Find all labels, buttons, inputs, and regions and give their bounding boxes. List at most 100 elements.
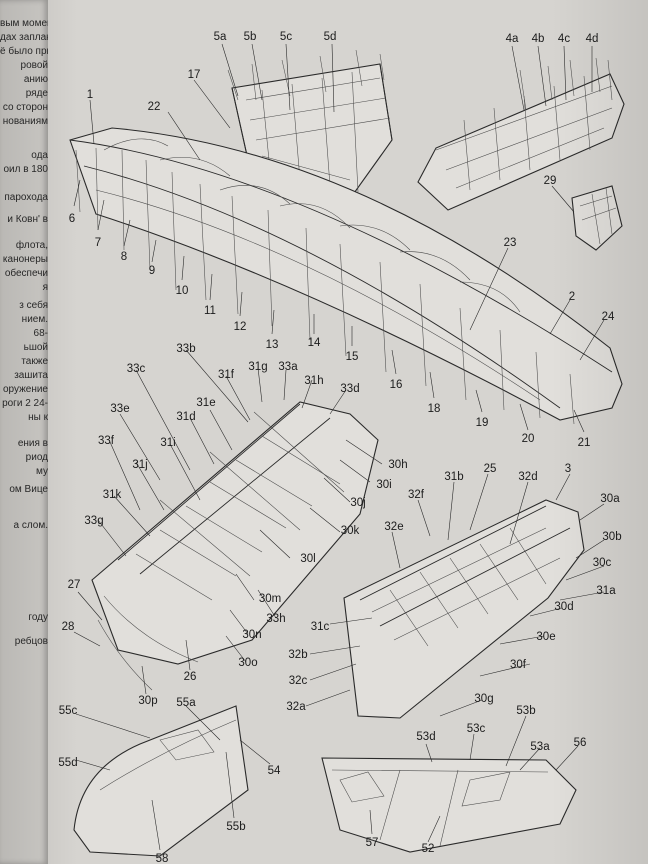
label-4d: 4d xyxy=(586,33,599,45)
margin-text-fragment: канонеры xyxy=(2,254,48,265)
label-29: 29 xyxy=(544,175,557,187)
label-28: 28 xyxy=(62,621,75,633)
label-33g: 33g xyxy=(84,515,103,527)
label-13: 13 xyxy=(266,339,279,351)
label-30j: 30j xyxy=(350,497,365,509)
deck-piece-bottom xyxy=(321,757,577,853)
margin-text-fragment: а слом. xyxy=(13,520,48,531)
label-31c: 31c xyxy=(311,621,330,633)
label-33b: 33b xyxy=(176,343,195,355)
label-57: 57 xyxy=(366,837,379,849)
label-4a: 4a xyxy=(506,33,519,45)
label-31j: 31j xyxy=(132,459,147,471)
label-6: 6 xyxy=(69,213,75,225)
label-4b: 4b xyxy=(532,33,545,45)
margin-text-fragment: также xyxy=(21,356,48,367)
label-23: 23 xyxy=(504,237,517,249)
margin-text-fragment: году xyxy=(28,612,48,623)
margin-text-fragment: дах запланир xyxy=(0,32,48,43)
label-17: 17 xyxy=(188,69,201,81)
label-30f: 30f xyxy=(510,659,527,671)
margin-text-fragment: обеспечи xyxy=(4,268,48,279)
leader-lines xyxy=(73,43,605,851)
label-32c: 32c xyxy=(289,675,308,687)
margin-text-fragment: зашита xyxy=(14,370,48,381)
label-31h: 31h xyxy=(304,375,323,387)
label-25: 25 xyxy=(484,463,497,475)
label-54: 54 xyxy=(268,765,281,777)
margin-text-fragment: ом Вице xyxy=(9,484,48,495)
label-8: 8 xyxy=(121,251,127,263)
label-55a: 55a xyxy=(176,697,196,709)
label-31f: 31f xyxy=(218,369,235,381)
label-27: 27 xyxy=(68,579,81,591)
margin-text-fragment: ны к xyxy=(28,412,48,423)
label-5a: 5a xyxy=(214,31,227,43)
label-55d: 55d xyxy=(58,757,77,769)
label-31d: 31d xyxy=(176,411,195,423)
margin-text-fragment: ьшой xyxy=(23,342,48,353)
margin-text-fragment: оил в 180 xyxy=(3,164,48,175)
label-30g: 30g xyxy=(474,693,493,705)
label-33f: 33f xyxy=(98,435,115,447)
part-labels: 1 22 17 5a 5b 5c 5d 4a 4b 4c 4d 29 6 7 8… xyxy=(58,31,621,864)
margin-text-fragment: я xyxy=(42,282,48,293)
label-30m: 30m xyxy=(259,593,281,605)
label-2: 2 xyxy=(569,291,575,303)
label-5b: 5b xyxy=(244,31,257,43)
label-52: 52 xyxy=(422,843,435,855)
label-30o: 30o xyxy=(238,657,257,669)
margin-text-fragment: оружение xyxy=(2,384,48,395)
label-32f: 32f xyxy=(408,489,425,501)
margin-text-fragment: ряде xyxy=(25,88,48,99)
label-7: 7 xyxy=(95,237,101,249)
label-53d: 53d xyxy=(416,731,435,743)
label-31a: 31a xyxy=(596,585,616,597)
label-15: 15 xyxy=(346,351,359,363)
label-53c: 53c xyxy=(467,723,486,735)
label-12: 12 xyxy=(234,321,247,333)
label-30d: 30d xyxy=(554,601,573,613)
stern-piece-bottom xyxy=(73,705,249,857)
margin-text-fragment: ода xyxy=(31,150,48,161)
label-30l: 30l xyxy=(300,553,315,565)
label-1: 1 xyxy=(87,89,93,101)
margin-text-fragment: ения в xyxy=(17,438,48,449)
label-30e: 30e xyxy=(536,631,555,643)
label-5d: 5d xyxy=(324,31,337,43)
label-33h: 33h xyxy=(266,613,285,625)
bow-frame-detail xyxy=(417,57,625,211)
label-32a: 32a xyxy=(286,701,306,713)
label-21: 21 xyxy=(578,437,591,449)
label-30i: 30i xyxy=(376,479,391,491)
label-9: 9 xyxy=(149,265,155,277)
margin-text-fragment: му xyxy=(36,466,48,477)
deck-framing-right xyxy=(343,499,585,719)
label-31g: 31g xyxy=(248,361,267,373)
label-58: 58 xyxy=(156,853,169,864)
label-5c: 5c xyxy=(280,31,292,43)
label-31b: 31b xyxy=(444,471,463,483)
label-30c: 30c xyxy=(593,557,612,569)
label-33e: 33e xyxy=(110,403,129,415)
label-31i: 31i xyxy=(160,437,175,449)
margin-text-fragment: нованиям xyxy=(2,116,48,127)
label-33d: 33d xyxy=(340,383,359,395)
left-page-edge xyxy=(0,0,48,864)
label-20: 20 xyxy=(522,433,535,445)
label-32d: 32d xyxy=(518,471,537,483)
label-19: 19 xyxy=(476,417,489,429)
label-30h: 30h xyxy=(388,459,407,471)
label-32b: 32b xyxy=(288,649,307,661)
margin-text-fragment: анию xyxy=(23,74,48,85)
label-14: 14 xyxy=(308,337,321,349)
margin-text-fragment: ровой xyxy=(20,60,48,71)
margin-text-fragment: и Ковн' в xyxy=(7,214,48,225)
label-24: 24 xyxy=(602,311,615,323)
label-31k: 31k xyxy=(103,489,122,501)
label-55b: 55b xyxy=(226,821,245,833)
label-53b: 53b xyxy=(516,705,535,717)
label-30p: 30p xyxy=(138,695,157,707)
margin-text-fragment: роги 2 24- xyxy=(2,398,48,409)
